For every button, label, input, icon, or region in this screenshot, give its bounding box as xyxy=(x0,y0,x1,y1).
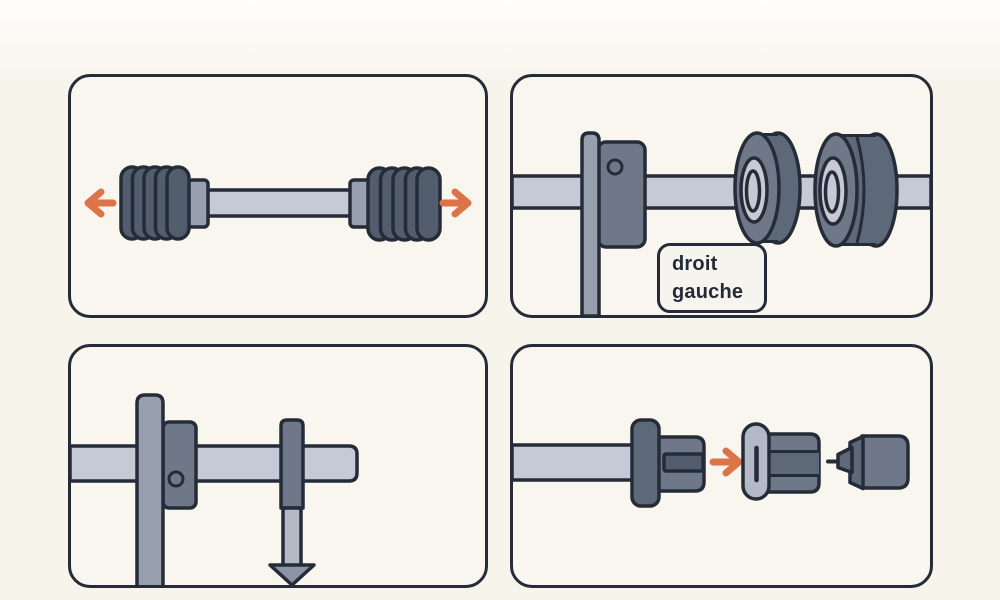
end-cap xyxy=(740,421,821,501)
mounting-bracket xyxy=(595,139,647,249)
axle-shaft-illustration xyxy=(84,164,471,242)
axle-rod xyxy=(192,187,367,218)
rollers-illustration xyxy=(513,130,930,315)
arrow-right-icon xyxy=(439,188,471,217)
label-line-1: droit xyxy=(672,253,718,275)
ribbed-boot-left xyxy=(118,164,191,241)
bolt-hole-icon xyxy=(167,470,184,487)
ribbed-boot-right xyxy=(365,165,442,242)
shaft xyxy=(71,443,359,483)
left-collar xyxy=(185,177,210,229)
arrow-right-icon xyxy=(709,447,742,476)
support-post xyxy=(579,130,601,315)
label-line-2: gauche xyxy=(672,281,744,303)
connector-assembly-illustration xyxy=(513,417,910,508)
clip-nub xyxy=(835,445,854,474)
panel-top-left xyxy=(68,74,488,318)
roller-disc-1 xyxy=(732,130,802,245)
arrow-left-icon xyxy=(84,188,116,217)
retaining-clip xyxy=(825,433,910,490)
shaft xyxy=(513,442,636,482)
label-box: droit gauche xyxy=(657,243,767,313)
panel-top-right: droit gauche xyxy=(510,74,933,318)
shaft-connector xyxy=(629,417,706,508)
panel-bottom-right xyxy=(510,344,933,588)
connector-slot xyxy=(661,451,705,473)
bolt-hole-icon xyxy=(606,158,623,175)
support-post xyxy=(134,392,165,585)
connector-collar xyxy=(629,417,661,508)
arrow-down-icon xyxy=(267,505,316,585)
mounting-bracket xyxy=(160,419,198,510)
roller-disc-2 xyxy=(812,131,899,248)
locking-pin-illustration xyxy=(71,392,359,585)
locking-pin xyxy=(278,417,305,510)
panel-bottom-left xyxy=(68,344,488,588)
